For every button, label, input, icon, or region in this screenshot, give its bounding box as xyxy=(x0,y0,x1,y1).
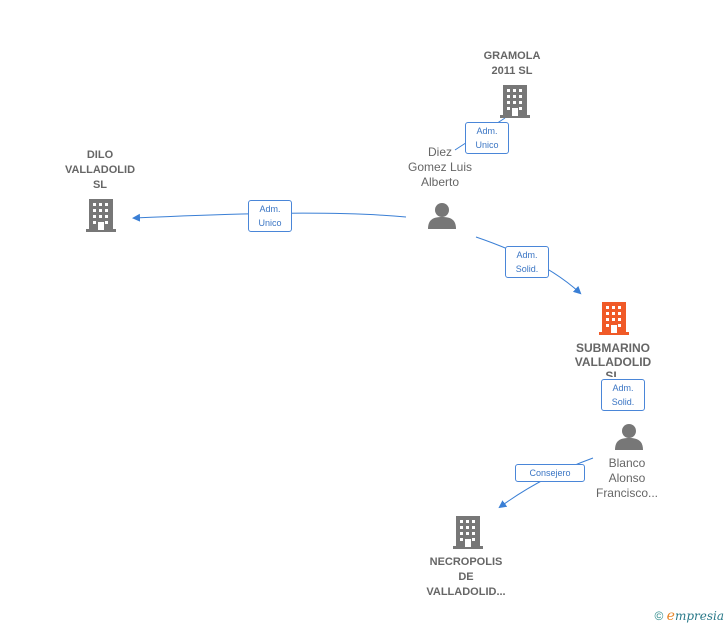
edge-tag-dilo[interactable]: Adm. Unico xyxy=(248,200,292,232)
node-label-dilo[interactable]: DILO VALLADOLID SL xyxy=(64,149,136,191)
node-label-submarino[interactable]: SUBMARINO VALLADOLID SL xyxy=(574,341,652,377)
node-label-necropolis[interactable]: NECROPOLIS DE VALLADOLID... xyxy=(426,556,506,598)
node-label-blanco[interactable]: Blanco Alonso Francisco... xyxy=(595,456,658,500)
building-icon-necropolis[interactable] xyxy=(453,516,483,549)
building-icon-gramola[interactable] xyxy=(500,85,530,118)
node-label-diez[interactable]: Diez Gomez Luis Alberto xyxy=(407,145,473,189)
building-icon-submarino[interactable] xyxy=(599,302,629,335)
person-icon-blanco[interactable] xyxy=(615,424,643,450)
building-icon-dilo[interactable] xyxy=(86,199,116,232)
copyright-symbol: © xyxy=(654,609,664,623)
edge-tag-submarino[interactable]: Adm. Solid. xyxy=(505,246,549,278)
edge-tag-blanco[interactable]: Adm. Solid. xyxy=(601,379,645,411)
brand-logo-e: e xyxy=(666,608,675,624)
person-icon-diez[interactable] xyxy=(428,203,456,229)
brand-logo-text: mpresia xyxy=(674,609,724,623)
edge-tag-gramola[interactable]: Adm. Unico xyxy=(465,122,509,154)
watermark: © empresia xyxy=(654,608,724,624)
node-label-gramola[interactable]: GRAMOLA 2011 SL xyxy=(483,50,541,77)
edge-tag-necropolis[interactable]: Consejero xyxy=(515,464,585,482)
